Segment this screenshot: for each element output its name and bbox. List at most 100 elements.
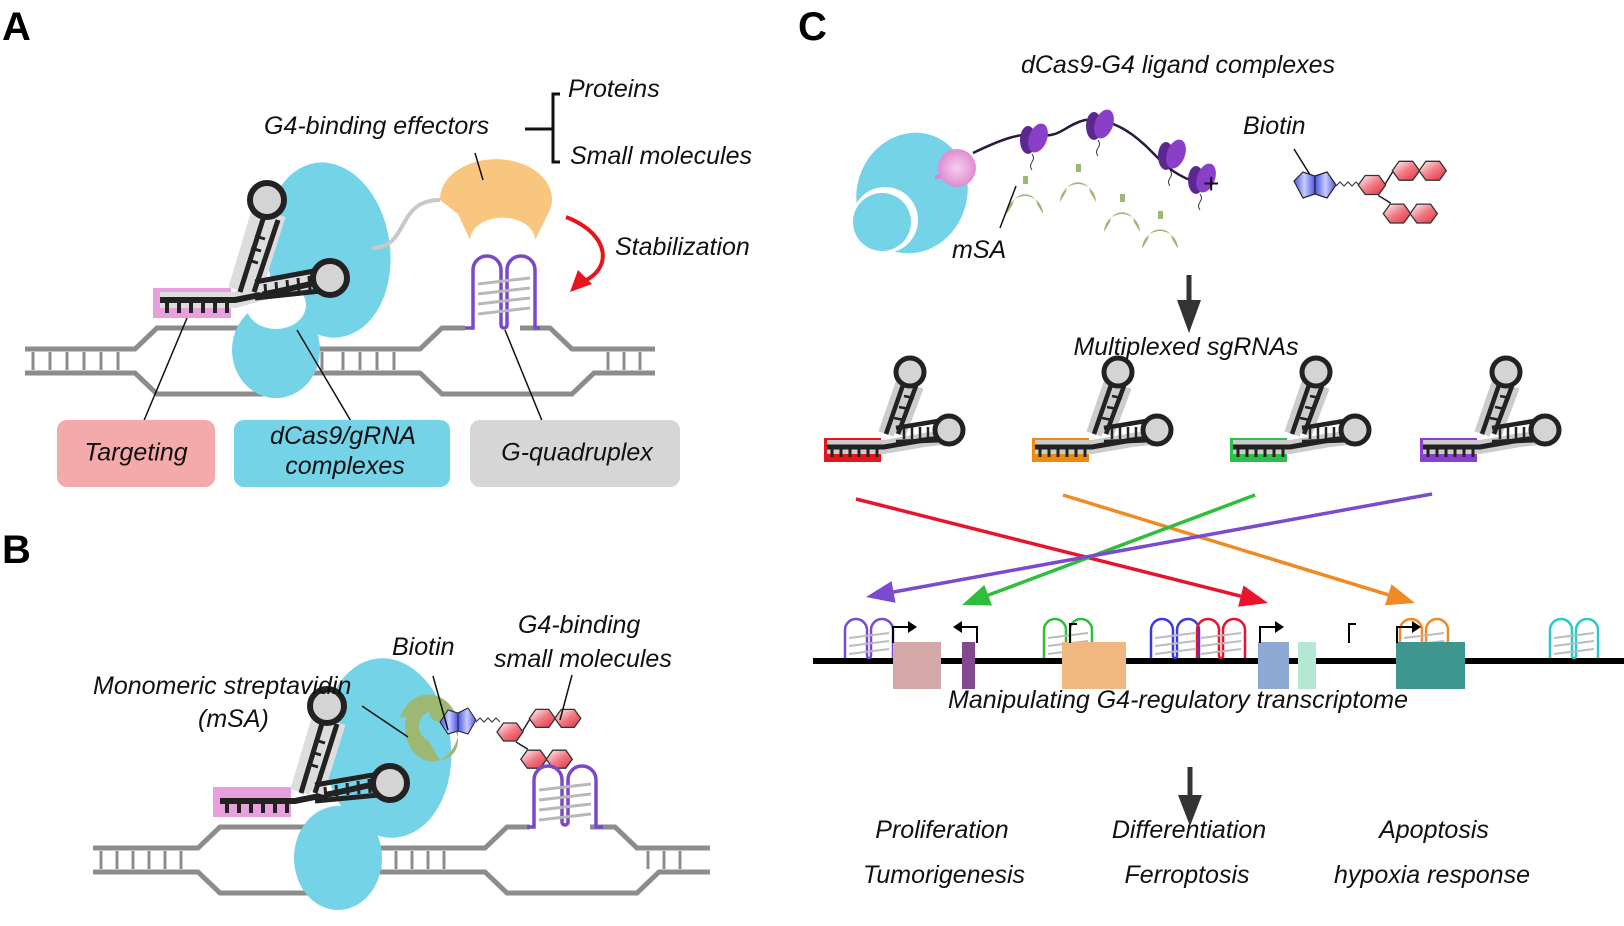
- gene-exon: [1396, 642, 1465, 689]
- dna-duplex-b: [93, 824, 710, 896]
- grna-b: [213, 686, 410, 817]
- gene-exon: [1298, 642, 1316, 689]
- stabilization-arrowhead: [570, 270, 592, 292]
- promoter-arrow: [892, 621, 917, 643]
- msa-protein: [1104, 212, 1140, 232]
- g-quadruplex-a: [465, 254, 540, 330]
- effector-pointer: [474, 152, 484, 181]
- targeting-arrow: [1062, 493, 1415, 606]
- label-box-dcas9-grna: dCas9/gRNA complexes: [234, 420, 450, 487]
- effector-type-proteins: Proteins: [568, 75, 660, 103]
- msa-pointer-c: [999, 185, 1017, 229]
- gene-exon: [893, 642, 941, 689]
- effector-linker: [371, 198, 441, 250]
- grna-a: [153, 180, 350, 318]
- biotin-c: [1293, 171, 1365, 199]
- ligand-ring: [545, 749, 574, 769]
- panel-c-letter: C: [798, 5, 827, 49]
- panel-b-pointers: [361, 674, 573, 738]
- ligand-ring: [528, 708, 557, 729]
- gene-exon: [1258, 642, 1289, 689]
- msa-protein: [1142, 229, 1178, 249]
- biotin-label-c: Biotin: [1243, 112, 1306, 140]
- msa-protein: [1060, 182, 1096, 202]
- scaffold-domain: [1094, 109, 1114, 139]
- ligand-ring: [553, 708, 582, 729]
- g-quadruplex: [843, 617, 895, 660]
- g4-binding-label-b: G4-binding: [518, 611, 640, 639]
- targeting-arrow: [962, 493, 1256, 606]
- outcome-ferroptosis: Ferroptosis: [1124, 861, 1249, 889]
- promoter-arrow: [953, 621, 978, 643]
- outcome-proliferation: Proliferation: [875, 816, 1008, 844]
- ligand-ring: [1357, 174, 1387, 196]
- label-box-targeting: Targeting: [57, 420, 215, 487]
- sgrna: [1230, 355, 1372, 462]
- sgrna-set: [824, 355, 1562, 462]
- panel-b-letter: B: [2, 528, 31, 572]
- svg-text:G-quadruplex: G-quadruplex: [501, 439, 654, 467]
- promoter-arrow: [1348, 623, 1356, 643]
- box-pointers: [139, 317, 546, 431]
- g4-ligand-b: [496, 708, 582, 769]
- label-box-g-quadruplex: G-quadruplex: [470, 420, 680, 487]
- dcas9-protein-c: [852, 132, 968, 254]
- multiplexed-sgrnas-label: Multiplexed sgRNAs: [1073, 333, 1298, 361]
- gene-exon: [962, 642, 975, 689]
- outcome-differentiation: Differentiation: [1112, 816, 1266, 844]
- msa-label-c: mSA: [952, 236, 1006, 264]
- small-molecules-label-b: small molecules: [494, 645, 672, 673]
- ligand-ring: [1409, 203, 1439, 224]
- panel-a-letter: A: [2, 5, 31, 49]
- svg-text:Targeting: Targeting: [84, 439, 187, 467]
- biotin-b: [439, 707, 501, 735]
- g4-ligand-c: [1357, 160, 1448, 224]
- msa-abbrev-label: (mSA): [198, 705, 269, 733]
- targeting-arrow: [866, 492, 1433, 603]
- arrowhead: [866, 581, 896, 603]
- msa-full-label: Monomeric streptavidin: [93, 672, 351, 700]
- ligand-ring: [1382, 203, 1412, 224]
- panel-c: C dCas9-G4 ligand complexes mSA + Biotin: [798, 5, 1624, 889]
- ligand-ring: [1391, 160, 1421, 181]
- scaffold-domains: [1007, 109, 1216, 249]
- targeting-arrow: [855, 497, 1268, 607]
- g-quadruplex: [1548, 617, 1600, 660]
- scaffold-domain: [1028, 123, 1048, 153]
- arrowhead: [1238, 585, 1268, 607]
- scaffold-chain: [972, 118, 1191, 182]
- effector-type-small-molecules: Small molecules: [570, 142, 752, 170]
- outcome-apoptosis: Apoptosis: [1377, 816, 1489, 844]
- gene-locus: [843, 617, 1600, 689]
- flow-arrow-1: [1177, 275, 1201, 333]
- svg-text:complexes: complexes: [285, 452, 405, 480]
- stabilization-label: Stabilization: [615, 233, 750, 261]
- promoter-arrow: [1069, 623, 1077, 643]
- dcas9-g4-complexes-title: dCas9-G4 ligand complexes: [1021, 51, 1335, 79]
- g4-effector-protein: [439, 159, 552, 240]
- sgrna: [1032, 355, 1174, 462]
- linker-domain: [938, 149, 976, 187]
- g-quadruplex: [1149, 617, 1201, 660]
- outcome-hypoxia-response: hypoxia response: [1334, 861, 1530, 889]
- outcome-tumorigenesis: Tumorigenesis: [863, 861, 1025, 889]
- stabilization-arrow: [565, 215, 605, 284]
- sgrna: [1420, 355, 1562, 462]
- gene-exon: [1062, 642, 1126, 689]
- biotin-label-b: Biotin: [392, 633, 455, 661]
- ligand-ring: [1418, 160, 1448, 181]
- arrowhead: [1385, 584, 1415, 606]
- g4-binding-effectors-label: G4-binding effectors: [264, 112, 489, 140]
- scaffold-domain: [1196, 163, 1216, 193]
- sgrna: [824, 355, 966, 462]
- dna-duplex-a: [25, 325, 655, 397]
- g-quadruplex: [1195, 617, 1247, 660]
- effector-bracket: [525, 92, 560, 164]
- biotin-pointer-c: [1293, 148, 1313, 179]
- promoter-arrow: [1259, 621, 1284, 643]
- promoter-arrow: [1396, 621, 1421, 643]
- panel-a: A: [2, 5, 752, 487]
- panel-b: B: [2, 528, 710, 910]
- arrowhead: [962, 584, 993, 606]
